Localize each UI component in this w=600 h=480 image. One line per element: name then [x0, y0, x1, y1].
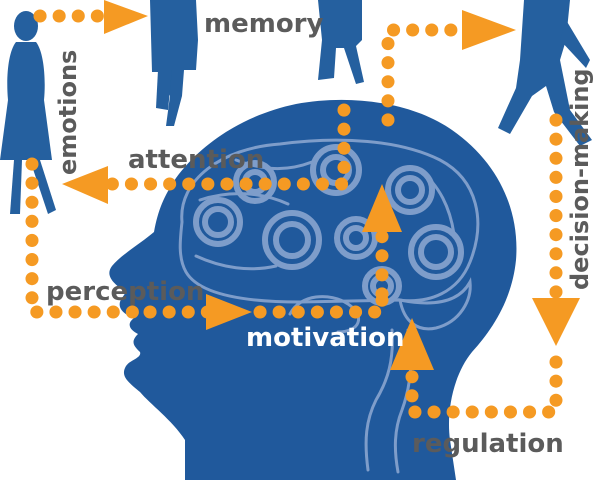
brain-fold-2	[234, 158, 314, 171]
arrowhead-icon	[362, 184, 402, 232]
person-silhouette-icon	[498, 0, 592, 146]
arrowhead-icon	[532, 298, 580, 346]
person-silhouette-icon	[0, 11, 56, 214]
inner-loop	[288, 295, 361, 334]
path-right-to-regulation	[405, 355, 563, 419]
label-attention: attention	[128, 145, 264, 175]
path-left-loop	[25, 157, 157, 319]
path-motivation	[253, 287, 389, 319]
person-silhouette-icon	[318, 0, 364, 84]
label-decision-making: decision-making	[566, 68, 594, 290]
path-top-left-to-right	[381, 23, 477, 127]
brain-swirl-1	[193, 197, 243, 247]
arrowhead-icon	[390, 318, 434, 370]
path-attention	[79, 103, 351, 191]
arrowhead-icon	[206, 294, 252, 330]
label-memory: memory	[204, 9, 324, 39]
brain-swirl-2	[262, 210, 322, 270]
brain-swirl-5	[334, 216, 378, 260]
brain-fold-4	[194, 254, 278, 271]
label-emotions: emotions	[54, 50, 82, 175]
brainstem-line	[364, 328, 394, 472]
brain-shape	[178, 138, 480, 304]
label-motivation: motivation	[246, 323, 405, 353]
cerebellum-shape	[398, 277, 472, 331]
brain-swirl-7	[408, 224, 464, 280]
person-silhouette-icon	[150, 0, 198, 126]
head-silhouette-icon	[109, 99, 517, 480]
brain-fold-1	[198, 192, 290, 206]
brain-outline	[178, 138, 480, 474]
label-perception: perception	[46, 277, 204, 307]
arrowhead-icon	[62, 166, 108, 204]
brain-swirl-6	[385, 165, 435, 215]
arrowhead-icon	[462, 10, 516, 50]
label-regulation: regulation	[412, 429, 564, 459]
arrowhead-icon	[104, 0, 148, 34]
